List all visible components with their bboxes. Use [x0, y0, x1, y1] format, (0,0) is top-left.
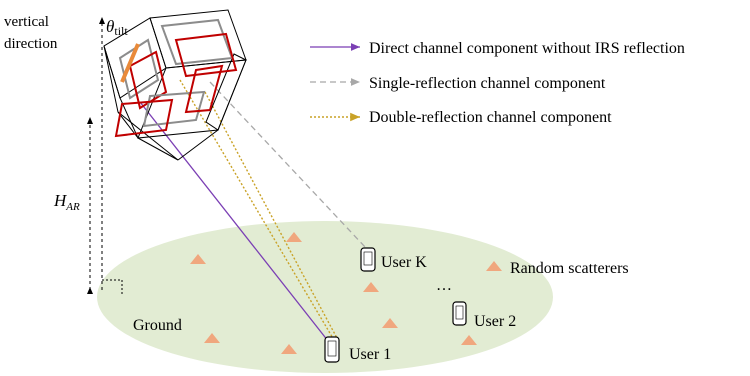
legend-direct-label: Direct channel component without IRS ref… [369, 40, 685, 57]
user2-label: User 2 [474, 313, 516, 330]
scatterer-triangle [363, 282, 379, 292]
legend: Direct channel component without IRS ref… [310, 40, 685, 126]
userK-label: User K [381, 254, 427, 271]
single-reflection-line [209, 81, 367, 249]
direct-channel-line [139, 101, 333, 347]
scatterers-label: Random scatterers [510, 260, 629, 277]
scatterer-triangle [382, 318, 398, 328]
phone-icon-user1 [324, 336, 340, 363]
height-subscript: AR [65, 201, 80, 213]
legend-double-label: Double-reflection channel component [369, 109, 612, 126]
theta-symbol: θ [106, 17, 114, 36]
user1-label: User 1 [349, 346, 391, 363]
scatterer-triangle [286, 232, 302, 242]
scatterer-triangle [204, 333, 220, 343]
scatterer-triangle [281, 344, 297, 354]
vertical-label-line1: vertical [4, 14, 49, 30]
double-reflection-line-b [204, 91, 339, 341]
phone-icon-user2 [452, 301, 467, 326]
ground-label: Ground [133, 317, 182, 334]
theta-subscript: tilt [114, 24, 128, 38]
scatterers [190, 232, 502, 354]
height-label: HAR [53, 191, 80, 213]
theta-tilt-label: θtilt [106, 17, 128, 38]
aerial-irs-cube [103, 9, 247, 161]
legend-single-label: Single-reflection channel component [369, 75, 606, 92]
vertical-label-line2: direction [4, 36, 58, 52]
tilt-marker [120, 43, 140, 83]
scatterer-triangle [486, 261, 502, 271]
height-main: H [53, 191, 68, 210]
scatterer-triangle [190, 254, 206, 264]
right-angle-marker [102, 279, 123, 296]
scatterer-triangle [461, 335, 477, 345]
ellipsis-label: … [436, 277, 452, 294]
phone-icon-userK [360, 247, 376, 272]
